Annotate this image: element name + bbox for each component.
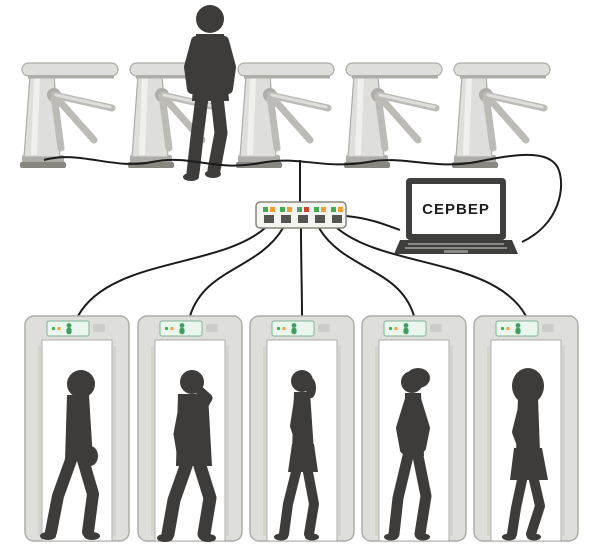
- laptop-screen: [412, 184, 500, 234]
- detector-wire-4: [318, 227, 415, 317]
- hub-laptop-wire: [345, 215, 401, 231]
- detector-wire-1: [77, 227, 266, 317]
- server-label: СЕРВЕР: [422, 201, 490, 218]
- green-led-icon: [331, 207, 336, 212]
- orange-led-icon: [321, 207, 326, 212]
- server-laptop: СЕРВЕР: [394, 178, 518, 254]
- hub-port: [281, 215, 291, 223]
- orange-led-icon: [270, 207, 275, 212]
- turnstile-bus-wire: [43, 153, 563, 243]
- green-led-icon: [280, 207, 285, 212]
- turnstile: [344, 63, 442, 168]
- detector-wire-5: [336, 227, 527, 317]
- hub-port: [332, 215, 342, 223]
- detector-wire-2: [189, 227, 284, 317]
- hub-port: [264, 215, 274, 223]
- turnstile: [452, 63, 550, 168]
- detector-wire-3: [300, 227, 303, 317]
- hub-port: [315, 215, 325, 223]
- green-led-icon: [314, 207, 319, 212]
- turnstile: [20, 63, 118, 168]
- turnstile: [236, 63, 334, 168]
- hub-port-group: [263, 207, 343, 223]
- hub-port: [298, 215, 308, 223]
- controller-hub: [255, 201, 347, 229]
- cabling: [43, 153, 563, 317]
- green-led-icon: [297, 207, 302, 212]
- orange-led-icon: [338, 207, 343, 212]
- green-led-icon: [263, 207, 268, 212]
- orange-led-icon: [287, 207, 292, 212]
- red-led-icon: [304, 207, 309, 212]
- trackpad: [444, 250, 468, 253]
- turnstile-row: [20, 63, 550, 168]
- walking-person-silhouette: [183, 5, 231, 181]
